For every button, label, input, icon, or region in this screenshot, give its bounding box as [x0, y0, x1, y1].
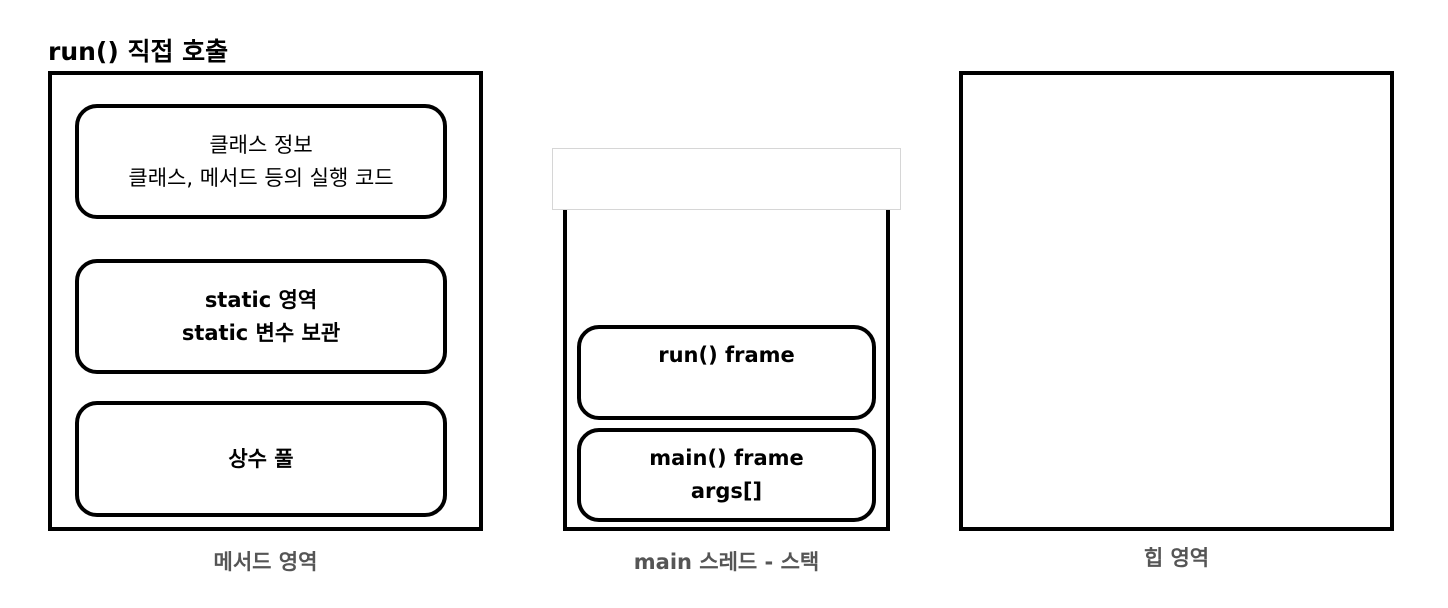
run-frame-label: run() frame	[658, 343, 795, 367]
static-area-box: static 영역 static 변수 보관	[75, 259, 447, 374]
main-frame-args: args[]	[690, 479, 763, 503]
stack-caption: main 스레드 - 스택	[633, 550, 820, 574]
class-info-box: 클래스 정보 클래스, 메서드 등의 실행 코드	[75, 104, 447, 219]
constant-pool-label: 상수 풀	[228, 446, 294, 471]
stack-top-cap	[552, 148, 901, 210]
diagram-title: run() 직접 호출	[48, 37, 229, 66]
heap-caption: 힙 영역	[1143, 546, 1210, 570]
main-frame-label: main() frame	[649, 446, 804, 470]
static-area-line2: static 변수 보관	[181, 320, 341, 345]
run-frame-box: run() frame	[577, 325, 876, 420]
heap-area	[959, 71, 1394, 531]
method-area-caption: 메서드 영역	[213, 550, 318, 574]
constant-pool-box: 상수 풀	[75, 401, 447, 517]
class-info-line2: 클래스, 메서드 등의 실행 코드	[128, 165, 394, 190]
main-frame-box: main() frame args[]	[577, 428, 876, 522]
static-area-line1: static 영역	[204, 287, 318, 312]
class-info-line1: 클래스 정보	[209, 132, 313, 157]
